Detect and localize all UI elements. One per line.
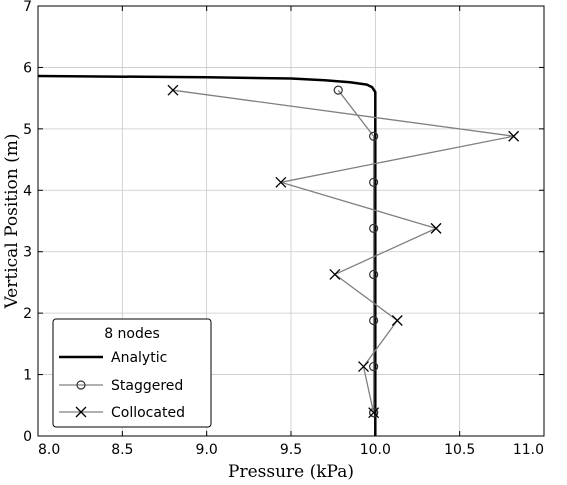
x-tick-label: 9.0: [196, 442, 218, 458]
legend-label-collocated: Collocated: [111, 405, 185, 421]
data-point-staggered: [369, 269, 379, 280]
data-point-collocated: [167, 84, 179, 96]
data-point-staggered: [369, 223, 379, 233]
y-tick-label: 2: [23, 306, 32, 322]
x-tick-label: 10.0: [360, 442, 391, 458]
x-axis-title: Pressure (kPa): [228, 462, 354, 482]
series-line-analytic: [37, 74, 377, 436]
x-tick-label: 8.5: [111, 442, 133, 458]
data-point-collocated: [508, 130, 520, 142]
series-line-collocated: [172, 89, 514, 413]
legend-title: 8 nodes: [104, 326, 160, 342]
x-tick-label: 8.0: [38, 442, 60, 458]
x-tick-label: 11.0: [513, 442, 544, 458]
data-point-staggered: [369, 408, 379, 418]
data-point-staggered: [369, 131, 379, 141]
data-point-collocated: [368, 407, 380, 419]
legend-box: [52, 318, 212, 428]
y-tick-label: 1: [23, 368, 32, 384]
y-tick-label: 0: [23, 429, 32, 445]
legend-label-analytic: Analytic: [111, 350, 167, 366]
data-point-staggered: [333, 85, 343, 95]
legend: 8 nodes Analytic Staggered Collocated: [52, 318, 212, 428]
data-point-staggered: [369, 177, 379, 187]
y-tick-label: 6: [23, 60, 32, 76]
data-point-collocated: [329, 268, 341, 280]
y-tick-label: 5: [23, 122, 32, 138]
legend-swatch-staggered-marker: [76, 380, 86, 390]
legend-label-staggered: Staggered: [111, 378, 183, 394]
y-tick-label: 7: [23, 0, 32, 15]
ticks: 8.0 8.5 9.0 9.5 10.0 10.5 11.0 0 1 2 3 4 5 6 7: [23, 0, 545, 458]
series-layer: [37, 74, 520, 436]
series-line-staggered: [337, 89, 375, 413]
data-point-collocated: [275, 176, 287, 188]
data-point-collocated: [391, 315, 403, 326]
y-tick-label: 4: [23, 183, 32, 199]
y-axis-title: Vertical Position (m): [2, 133, 22, 309]
data-point-staggered: [369, 315, 379, 326]
x-tick-label: 9.5: [280, 442, 302, 458]
data-point-collocated: [430, 222, 442, 234]
x-tick-label: 10.5: [444, 442, 475, 458]
data-point-staggered: [369, 361, 379, 372]
y-tick-label: 3: [23, 245, 32, 261]
legend-swatch-collocated-marker: [75, 406, 87, 418]
data-point-collocated: [358, 361, 369, 373]
